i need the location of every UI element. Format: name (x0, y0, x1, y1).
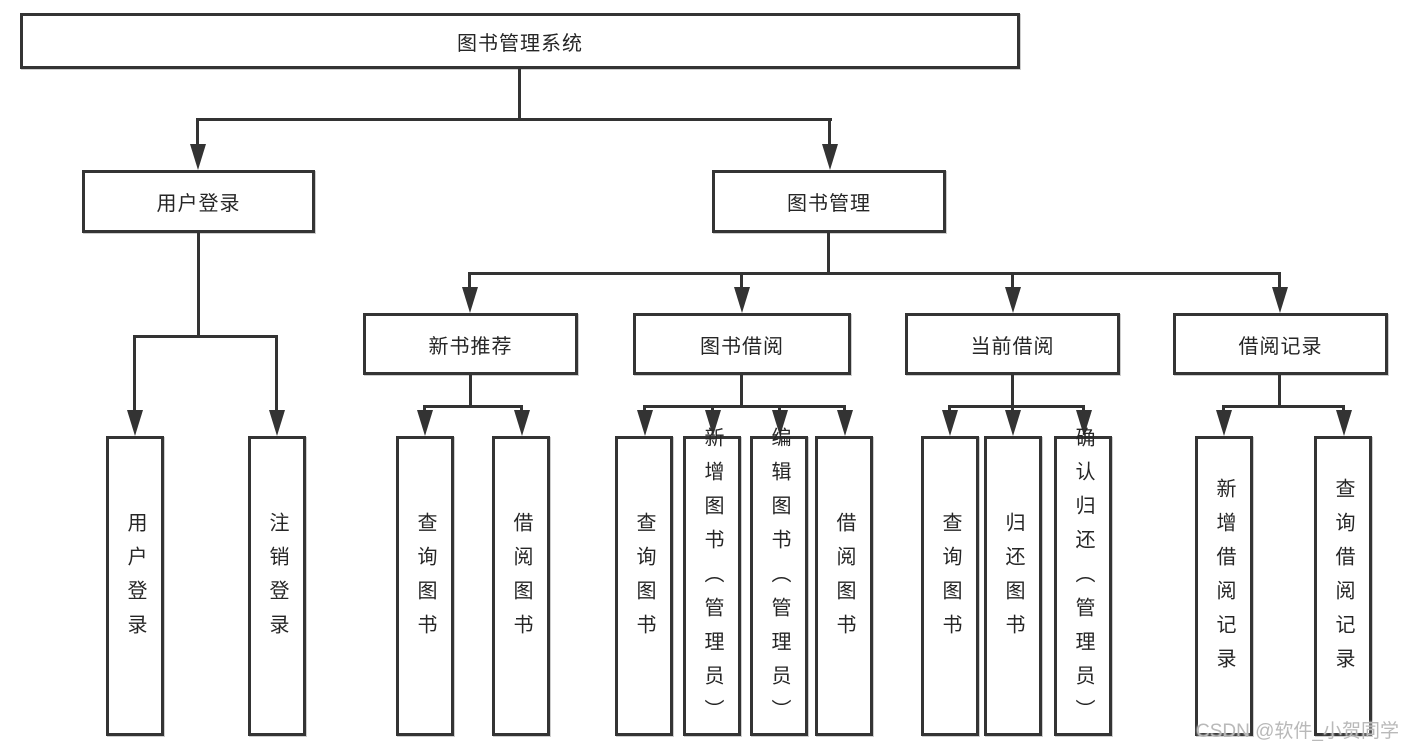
arrowhead-down-icon (734, 287, 750, 313)
node-borrow-records: 借阅记录 (1173, 313, 1388, 375)
node-records-add: 新增借阅记录 (1195, 436, 1253, 736)
node-user-login-label: 用户登录 (156, 193, 241, 215)
arrowhead-down-icon (1336, 410, 1352, 436)
arrowhead-down-icon (705, 410, 721, 436)
line-stem (469, 375, 472, 407)
node-current-confirm: 确认归还（管理员） (1054, 427, 1112, 736)
line-leg (1222, 405, 1225, 413)
node-borrow-borrow-label: 借阅图书 (833, 512, 855, 648)
node-borrow-edit-label: 编辑图书（管理员） (768, 427, 790, 733)
line-leg (133, 335, 136, 412)
line-leg (778, 405, 781, 413)
line-leg (643, 405, 646, 413)
node-root: 图书管理系统 (20, 13, 1020, 69)
node-new-books-borrow: 借阅图书 (492, 436, 550, 736)
line-leg (1011, 405, 1014, 413)
node-current-return-label: 归还图书 (1002, 512, 1024, 648)
line-stem (1011, 375, 1014, 407)
node-logout: 注销登录 (248, 436, 306, 736)
arrowhead-down-icon (462, 287, 478, 313)
arrowhead-down-icon (822, 144, 838, 170)
line-bar (643, 405, 846, 408)
node-book-mgmt-label: 图书管理 (787, 193, 871, 215)
arrowhead-down-icon (637, 410, 653, 436)
node-book-mgmt: 图书管理 (712, 170, 946, 233)
node-borrow-query-label: 查询图书 (633, 512, 655, 648)
node-new-books-query: 查询图书 (396, 436, 454, 736)
node-new-books-query-label: 查询图书 (414, 512, 436, 648)
arrowhead-down-icon (942, 410, 958, 436)
node-book-borrow-label: 图书借阅 (700, 335, 784, 358)
line-leg (828, 118, 831, 148)
watermark: CSDN @软件_小贺同学 (1196, 721, 1399, 742)
line-leg (740, 272, 743, 290)
line-leg (1342, 405, 1345, 413)
node-borrow-borrow: 借阅图书 (815, 436, 873, 736)
node-new-books-label: 新书推荐 (428, 335, 513, 358)
line-leg (1278, 272, 1281, 290)
line-leg (1082, 405, 1085, 413)
node-borrow-edit: 编辑图书（管理员） (750, 427, 808, 736)
line-leg (948, 405, 951, 413)
line-leg (1011, 272, 1014, 290)
arrowhead-down-icon (1272, 287, 1288, 313)
arrowhead-down-icon (269, 410, 285, 436)
arrowhead-down-icon (837, 410, 853, 436)
line-leg (275, 335, 278, 412)
node-user-login-leaf-label: 用户登录 (124, 512, 146, 648)
line-leg (843, 405, 846, 413)
line-leg (423, 405, 426, 413)
arrowhead-down-icon (514, 410, 530, 436)
node-root-label: 图书管理系统 (457, 32, 583, 55)
line-leg (711, 405, 714, 413)
node-new-books: 新书推荐 (363, 313, 578, 375)
line-bar (423, 405, 523, 408)
line-bar (1222, 405, 1345, 408)
line-bar (196, 118, 832, 121)
node-records-query: 查询借阅记录 (1314, 436, 1372, 736)
arrowhead-down-icon (1216, 410, 1232, 436)
line-stem (740, 375, 743, 407)
node-borrow-query: 查询图书 (615, 436, 673, 736)
node-borrow-add: 新增图书（管理员） (683, 427, 741, 736)
node-user-login: 用户登录 (82, 170, 315, 233)
line-stem (518, 69, 521, 118)
node-current-return: 归还图书 (984, 436, 1042, 736)
line-stem (827, 233, 830, 272)
line-stem (1278, 375, 1281, 407)
line-stem (197, 233, 200, 335)
line-leg (468, 272, 471, 290)
arrowhead-down-icon (190, 144, 206, 170)
node-logout-label: 注销登录 (266, 512, 288, 648)
arrowhead-down-icon (1005, 410, 1021, 436)
line-bar (948, 405, 1085, 408)
node-user-login-leaf: 用户登录 (106, 436, 164, 736)
arrowhead-down-icon (1005, 287, 1021, 313)
arrowhead-down-icon (127, 410, 143, 436)
node-book-borrow: 图书借阅 (633, 313, 851, 375)
node-borrow-records-label: 借阅记录 (1238, 335, 1323, 358)
node-records-query-label: 查询借阅记录 (1332, 478, 1354, 682)
line-bar (468, 272, 1281, 275)
line-leg (196, 118, 199, 148)
node-current-borrow: 当前借阅 (905, 313, 1120, 375)
node-current-query-label: 查询图书 (939, 512, 961, 648)
node-current-borrow-label: 当前借阅 (970, 335, 1055, 358)
node-new-books-borrow-label: 借阅图书 (510, 512, 532, 648)
arrowhead-down-icon (417, 410, 433, 436)
line-bar (133, 335, 278, 338)
line-leg (520, 405, 523, 413)
node-current-query: 查询图书 (921, 436, 979, 736)
node-current-confirm-label: 确认归还（管理员） (1072, 427, 1094, 733)
arrowhead-down-icon (1076, 410, 1092, 436)
arrowhead-down-icon (772, 410, 788, 436)
node-records-add-label: 新增借阅记录 (1213, 478, 1235, 682)
node-borrow-add-label: 新增图书（管理员） (701, 427, 723, 733)
